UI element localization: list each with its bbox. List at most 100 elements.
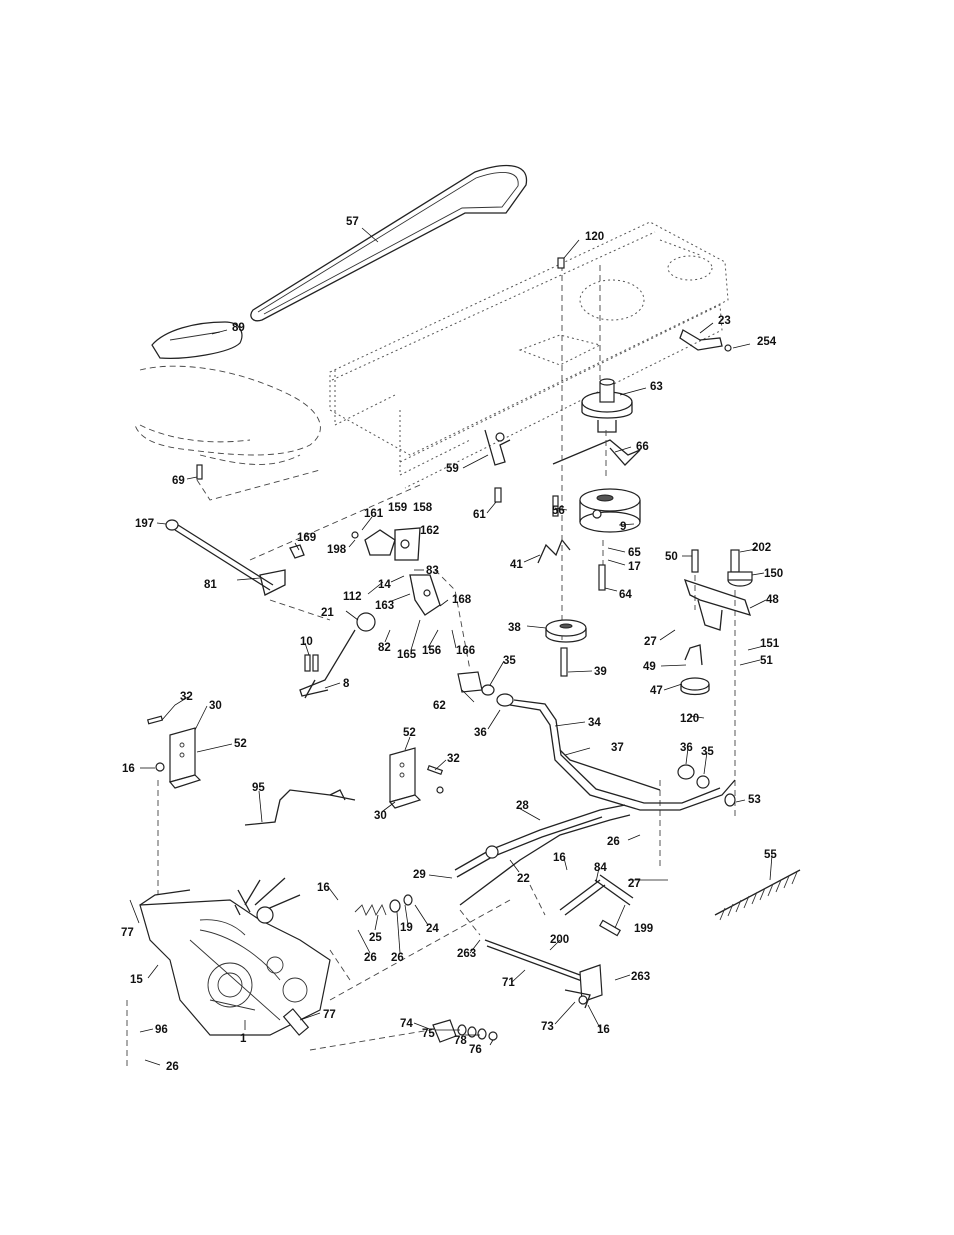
callout-81: 81 xyxy=(204,579,217,591)
callout-84: 84 xyxy=(594,862,607,874)
bolts-10 xyxy=(304,654,319,672)
callout-65: 65 xyxy=(628,547,641,559)
washers-35-36 xyxy=(481,684,710,789)
pulley-47 xyxy=(680,644,710,696)
callout-198: 198 xyxy=(327,544,347,556)
linkage-71 xyxy=(484,939,603,1009)
callout-1: 1 xyxy=(240,1033,247,1045)
rod-34 xyxy=(509,699,736,811)
callout-39: 39 xyxy=(594,666,607,678)
callout-83: 83 xyxy=(426,565,439,577)
shaft-84 xyxy=(559,874,634,937)
callout-16-middle: 16 xyxy=(553,852,566,864)
callout-22: 22 xyxy=(517,873,530,885)
spring-rod-66 xyxy=(552,439,641,466)
callout-76: 76 xyxy=(469,1044,482,1056)
callout-75: 75 xyxy=(422,1028,435,1040)
callout-26-middle: 26 xyxy=(607,836,620,848)
idler-bracket-48 xyxy=(683,571,753,631)
callout-17: 17 xyxy=(628,561,641,573)
bracket-59 xyxy=(484,429,511,466)
callout-35-lower: 35 xyxy=(701,746,714,758)
drive-belt xyxy=(250,164,528,322)
pulley-38 xyxy=(545,619,587,643)
callout-36-upper: 36 xyxy=(474,727,487,739)
callout-120-lower: 120 xyxy=(680,713,699,725)
callout-163: 163 xyxy=(375,600,394,612)
spring-25 xyxy=(354,894,413,917)
link-41 xyxy=(537,538,571,564)
callout-26-washer: 26 xyxy=(391,952,404,964)
callout-57: 57 xyxy=(346,216,359,228)
callout-69: 69 xyxy=(172,475,185,487)
callout-47: 47 xyxy=(650,685,663,697)
callout-61: 61 xyxy=(473,509,486,521)
callout-63: 63 xyxy=(650,381,663,393)
rod-95 xyxy=(244,789,356,826)
callout-52-right: 52 xyxy=(403,727,416,739)
callout-32-right: 32 xyxy=(447,753,460,765)
callout-23: 23 xyxy=(718,315,731,327)
callout-64: 64 xyxy=(619,589,632,601)
callout-35-upper: 35 xyxy=(503,655,516,667)
callout-27-lower: 27 xyxy=(628,878,641,890)
rod-22 xyxy=(459,814,631,906)
callout-29: 29 xyxy=(413,869,426,881)
callout-52-left: 52 xyxy=(234,738,247,750)
callout-82: 82 xyxy=(378,642,391,654)
leader-lines xyxy=(129,227,773,1066)
callout-73: 73 xyxy=(541,1021,554,1033)
callout-34: 34 xyxy=(588,717,601,729)
callout-41: 41 xyxy=(510,559,523,571)
tractor-frame xyxy=(329,221,729,489)
callout-59: 59 xyxy=(446,463,459,475)
callout-labels: 57 120 89 23 254 63 66 59 69 61 56 9 197… xyxy=(121,216,783,1073)
transaxle-assembly xyxy=(139,877,331,1036)
spring-55 xyxy=(714,869,801,921)
callout-66: 66 xyxy=(636,441,649,453)
callout-78: 78 xyxy=(454,1035,467,1047)
callout-56: 56 xyxy=(552,505,565,517)
callout-168: 168 xyxy=(452,594,472,606)
bracket-30-right xyxy=(388,747,422,809)
callout-53: 53 xyxy=(748,794,761,806)
callout-21: 21 xyxy=(321,607,334,619)
callout-263-left: 263 xyxy=(457,948,476,960)
callout-112: 112 xyxy=(343,591,362,603)
bolt-39 xyxy=(560,647,568,677)
callout-28: 28 xyxy=(516,800,529,812)
spacer-62 xyxy=(457,671,483,693)
callout-161: 161 xyxy=(364,508,384,520)
callout-27-upper: 27 xyxy=(644,636,657,648)
callout-96: 96 xyxy=(155,1024,168,1036)
rod-37 xyxy=(559,749,661,791)
cross-shaft-81 xyxy=(165,519,286,596)
callout-165: 165 xyxy=(397,649,417,661)
callout-89: 89 xyxy=(232,322,245,334)
callout-51: 51 xyxy=(760,655,773,667)
callout-16-left: 16 xyxy=(122,763,135,775)
callout-9: 9 xyxy=(620,521,626,533)
callout-50: 50 xyxy=(665,551,678,563)
callout-162: 162 xyxy=(420,525,439,537)
callout-74: 74 xyxy=(400,1018,413,1030)
shift-lever-8 xyxy=(299,612,376,699)
callout-199: 199 xyxy=(634,923,653,935)
callout-48: 48 xyxy=(766,594,779,606)
callout-150: 150 xyxy=(764,568,783,580)
callout-14: 14 xyxy=(378,579,391,591)
callout-169: 169 xyxy=(297,532,316,544)
fender-outline xyxy=(134,365,321,465)
callout-159: 159 xyxy=(388,502,407,514)
small-bolts xyxy=(196,257,740,591)
callout-95: 95 xyxy=(252,782,265,794)
alignment-lines xyxy=(126,265,736,1070)
callout-24: 24 xyxy=(426,923,439,935)
callout-166: 166 xyxy=(456,645,475,657)
callout-26-bottom: 26 xyxy=(166,1061,179,1073)
pto-clutch xyxy=(579,488,641,533)
callout-62: 62 xyxy=(433,700,446,712)
callout-19: 19 xyxy=(400,922,413,934)
callout-8: 8 xyxy=(343,678,350,690)
